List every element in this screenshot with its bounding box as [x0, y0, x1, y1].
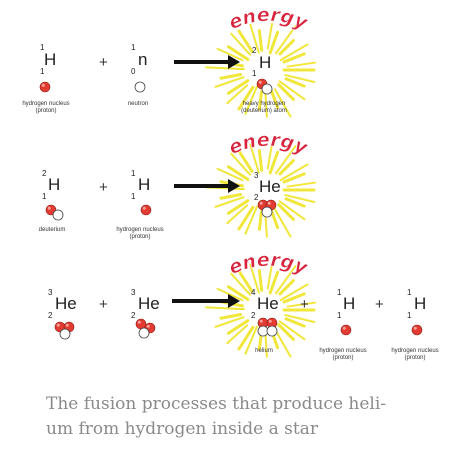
- plus-sign: +: [99, 54, 108, 71]
- proton-particle: [39, 81, 51, 93]
- proton-highlight: [65, 323, 69, 327]
- energy-label: energy: [226, 4, 312, 35]
- row3-product-mass: 4: [251, 288, 256, 297]
- row3-c-symbol: H: [343, 294, 356, 313]
- proton-highlight: [258, 80, 262, 84]
- neutron-particle: [257, 325, 269, 337]
- row1-a-mass: 1: [40, 43, 45, 52]
- neutron-particle: [261, 83, 273, 95]
- row2-b-mass: 1: [131, 169, 136, 178]
- proton-highlight: [41, 83, 45, 87]
- arrow-head: [228, 179, 240, 193]
- arrow-head: [228, 294, 240, 308]
- proton-highlight: [267, 201, 271, 205]
- row3-b-charge: 2: [131, 311, 136, 320]
- neutron-particle: [266, 325, 278, 337]
- row1-a-charge: 1: [40, 67, 45, 76]
- row3-b-mass: 3: [131, 288, 136, 297]
- row2-product-symbol: He: [259, 177, 281, 196]
- row3-d-mass: 1: [407, 288, 412, 297]
- proton-highlight: [259, 319, 263, 323]
- neutron-particle: [138, 327, 150, 339]
- neutron-particle: [52, 209, 64, 221]
- row3-d-charge: 1: [407, 311, 412, 320]
- row1-product-symbol: H: [259, 53, 272, 72]
- energy-burst: [205, 142, 317, 238]
- neutron-particle: [134, 81, 146, 93]
- row1-b-mass: 1: [131, 43, 136, 52]
- row1-a-symbol: H: [44, 50, 57, 69]
- proton-highlight: [47, 206, 51, 210]
- proton-highlight: [146, 324, 150, 328]
- row1-product-charge: 1: [252, 69, 257, 78]
- proton-highlight: [259, 201, 263, 205]
- row1-product-label: heavy hydrogen (deuterium) atom: [241, 101, 287, 114]
- proton-highlight: [56, 323, 60, 327]
- neutron-particle: [59, 328, 71, 340]
- row3-product-charge: 2: [251, 311, 256, 320]
- row2-a-charge: 1: [42, 192, 47, 201]
- row3-d-symbol: H: [414, 294, 427, 313]
- row3-c-label: hydrogen nucleus (proton): [319, 348, 367, 361]
- proton-highlight: [268, 319, 272, 323]
- row3-d-label: hydrogen nucleus (proton): [391, 348, 439, 361]
- row2-b-symbol: H: [138, 175, 151, 194]
- plus-sign: +: [99, 179, 108, 196]
- figure-caption: The fusion processes that produce heli- …: [46, 392, 446, 442]
- row1-product-mass: 2: [252, 46, 257, 55]
- row3-product-label: helium: [255, 348, 273, 354]
- proton-highlight: [142, 206, 146, 210]
- row1-b-symbol: n: [138, 50, 148, 69]
- plus-sign: +: [300, 296, 309, 313]
- row3-a-symbol: He: [55, 294, 77, 313]
- proton-highlight: [413, 326, 417, 330]
- row3-product-symbol: He: [257, 294, 279, 313]
- row1-b-label: neutron: [127, 101, 149, 107]
- plus-sign: +: [99, 296, 108, 313]
- proton-highlight: [342, 326, 346, 330]
- row2-a-mass: 2: [42, 169, 47, 178]
- energy-label: energy: [226, 129, 312, 160]
- energy-label: energy: [226, 249, 312, 280]
- row3-c-charge: 1: [337, 311, 342, 320]
- row3-c-mass: 1: [337, 288, 342, 297]
- row3-a-charge: 2: [48, 311, 53, 320]
- row1-a-label: hydrogen nucleus (proton): [22, 101, 70, 114]
- row2-a-label: deuterium: [38, 227, 66, 233]
- row3-b-symbol: He: [138, 294, 160, 313]
- neutron-particle: [261, 206, 273, 218]
- row2-product-charge: 2: [254, 193, 259, 202]
- row2-b-charge: 1: [131, 192, 136, 201]
- arrow-head: [228, 55, 240, 69]
- row3-a-mass: 3: [48, 288, 53, 297]
- plus-sign: +: [375, 296, 384, 313]
- proton-particle: [135, 318, 147, 330]
- proton-particle: [340, 324, 352, 336]
- caption-line-2: um from hydrogen inside a star: [46, 419, 318, 439]
- proton-particle: [140, 204, 152, 216]
- energy-burst: [205, 22, 317, 118]
- caption-line-1: The fusion processes that produce heli-: [46, 394, 387, 414]
- proton-particle: [411, 324, 423, 336]
- proton-highlight: [137, 320, 141, 324]
- row1-b-charge: 0: [131, 67, 136, 76]
- row2-b-label: hydrogen nucleus (proton): [116, 227, 164, 240]
- row2-product-mass: 3: [254, 171, 259, 180]
- row2-a-symbol: H: [48, 175, 61, 194]
